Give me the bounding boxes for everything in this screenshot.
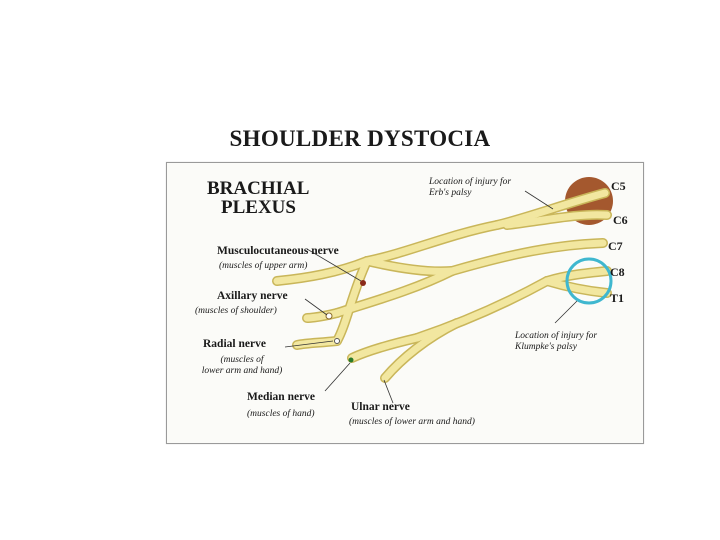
- axillary-nerve-function: (muscles of shoulder): [195, 306, 277, 316]
- plexus-illustration: [272, 177, 613, 404]
- median-nerve-function: (muscles of hand): [247, 409, 315, 419]
- musculocutaneous-nerve-label: Musculocutaneous nerve: [217, 245, 339, 257]
- root-label-c5: C5: [611, 179, 626, 193]
- axillary-nerve-label: Axillary nerve: [217, 290, 288, 302]
- page-title: SHOULDER DYSTOCIA: [229, 126, 491, 151]
- musculocutaneous-nerve-function: (muscles of upper arm): [219, 261, 308, 271]
- radial-marker: [334, 338, 340, 344]
- klumpke-note-line-2: Klumpke's palsy: [515, 342, 577, 352]
- radial-function-line-1: (muscles of: [220, 355, 264, 365]
- diagram-heading: BRACHIAL PLEXUS: [207, 179, 309, 217]
- radial-nerve-function: (muscles of lower arm and hand): [187, 355, 297, 377]
- erb-note-line-1: Location of injury for: [429, 177, 512, 187]
- median-marker: [348, 357, 354, 363]
- ulnar-nerve-function: (muscles of lower arm and hand): [349, 417, 475, 427]
- median-nerve-label: Median nerve: [247, 391, 316, 403]
- root-label-t1: T1: [610, 291, 625, 305]
- root-label-c8: C8: [610, 265, 625, 279]
- musculocutaneous-marker: [360, 280, 366, 286]
- heading-line-2: PLEXUS: [221, 197, 296, 218]
- erb-note-line-2: Erb's palsy: [429, 188, 472, 198]
- erb-palsy-note: Location of injury for Erb's palsy: [429, 177, 511, 199]
- radial-nerve-label: Radial nerve: [203, 338, 266, 350]
- ulnar-nerve-label: Ulnar nerve: [351, 401, 410, 413]
- root-label-c6: C6: [613, 213, 628, 227]
- klumpke-palsy-note: Location of injury for Klumpke's palsy: [515, 331, 597, 353]
- axillary-marker: [325, 312, 333, 320]
- klumpke-note-line-1: Location of injury for: [515, 331, 598, 341]
- radial-function-line-2: lower arm and hand): [201, 366, 283, 376]
- brachial-plexus-diagram: BRACHIAL PLEXUS Musculocutaneous nerve (…: [166, 162, 644, 444]
- heading-line-1: BRACHIAL: [207, 178, 310, 199]
- klumpke-injury-circle: [565, 257, 613, 305]
- root-label-c7: C7: [608, 239, 623, 253]
- leader-lines: [284, 190, 578, 404]
